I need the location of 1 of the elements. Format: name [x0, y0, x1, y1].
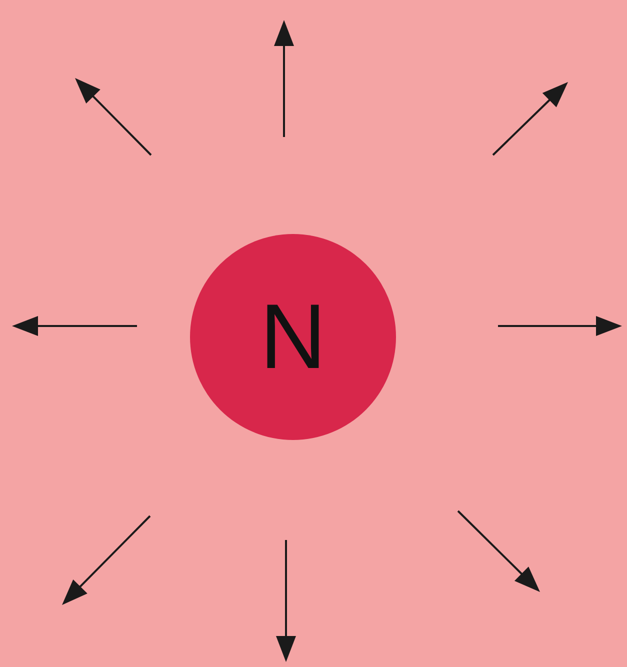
- pole-label: N: [260, 291, 326, 383]
